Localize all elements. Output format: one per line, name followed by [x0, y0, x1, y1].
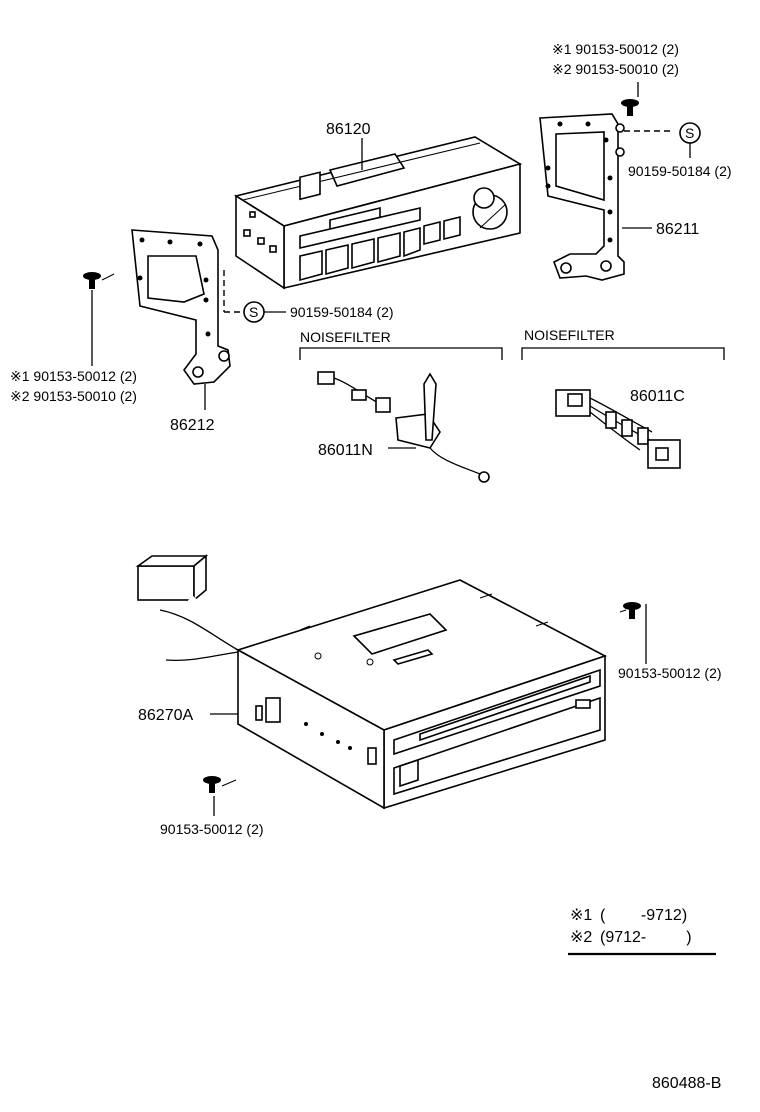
drawing-number: 860488-B [652, 1075, 721, 1092]
right-bracket-86211 [539, 113, 625, 281]
legend-row2-range: (9712- ) [600, 929, 692, 946]
s-symbol-right: S [685, 125, 694, 141]
left-bracket-86212 [131, 229, 231, 385]
legend: ※1 ( -9712) ※2 (9712- ) [568, 907, 716, 956]
legend-row1-range: ( -9712) [600, 907, 687, 924]
left-screw-line1: ※1 90153-50012 (2) [10, 368, 137, 384]
right-screw-line2: ※2 90153-50010 (2) [552, 61, 679, 77]
left-screw-line2: ※2 90153-50010 (2) [10, 388, 137, 404]
callout-86120: 86120 [326, 121, 371, 138]
callout-86270a: 86270A [138, 707, 193, 724]
callout-86212: 86212 [170, 417, 215, 434]
screw-icon [83, 272, 115, 289]
changer-screw-right: 90153-50012 (2) [618, 665, 722, 681]
left-s-screw: 90159-50184 (2) [290, 304, 394, 320]
screw-icon [203, 776, 237, 793]
legend-row1-mark: ※1 [570, 907, 592, 924]
s-symbol-left: S [249, 304, 258, 320]
callout-86211: 86211 [656, 221, 699, 238]
screw-icon [621, 99, 639, 116]
changer-screw-bottom: 90153-50012 (2) [160, 821, 264, 837]
legend-row2-mark: ※2 [570, 929, 592, 946]
radio-unit-86120 [233, 136, 523, 290]
cd-changer-86270a [128, 554, 608, 810]
callout-86011n: 86011N [318, 442, 373, 459]
noise-filter-86011n [317, 371, 490, 483]
noise-filter-heading-c: NOISEFILTER [524, 327, 615, 343]
right-screw-line1: ※1 90153-50012 (2) [552, 41, 679, 57]
callout-86011c: 86011C [630, 388, 685, 405]
noise-filter-heading-n: NOISEFILTER [300, 329, 391, 345]
screw-icon [619, 602, 641, 619]
right-s-screw: 90159-50184 (2) [628, 163, 732, 179]
noise-filter-86011c [555, 389, 681, 469]
